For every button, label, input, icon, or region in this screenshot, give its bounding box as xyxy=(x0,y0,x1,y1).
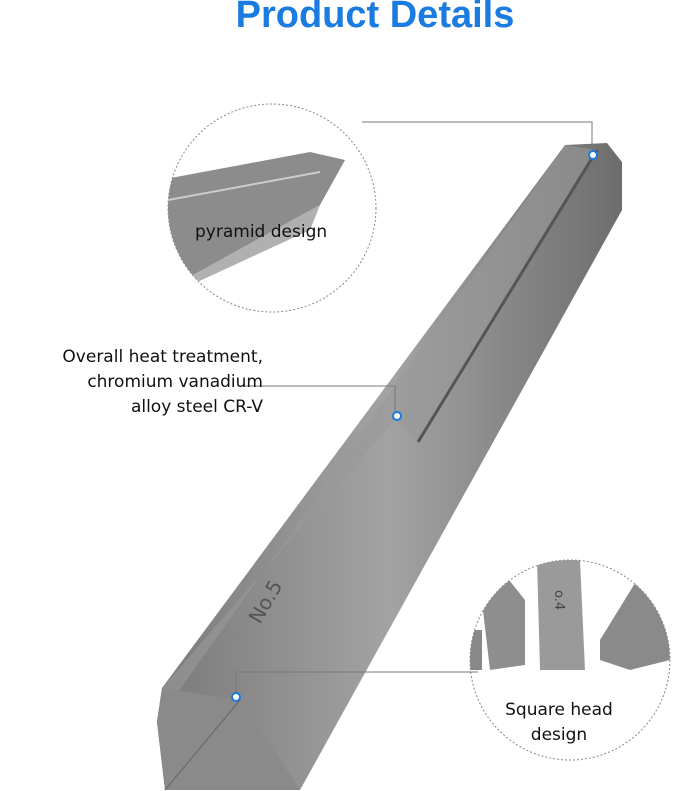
heat-line-3: alloy steel CR-V xyxy=(130,397,263,417)
square-head-label: Square head design xyxy=(490,698,628,748)
callout-dots xyxy=(231,150,598,702)
heat-treatment-label: Overall heat treatment, chromium vanadiu… xyxy=(62,345,263,420)
callout-lines xyxy=(235,121,593,692)
extractor-tool xyxy=(157,143,622,791)
pyramid-inset xyxy=(167,103,377,313)
square-line-1: Square head xyxy=(505,700,613,720)
engraving-inset: o.4 xyxy=(551,590,566,610)
page-title: Product Details xyxy=(235,0,515,36)
square-line-2: design xyxy=(530,725,588,745)
heat-line-1: Overall heat treatment, xyxy=(62,347,263,367)
pyramid-design-label: pyramid design xyxy=(195,222,328,242)
heat-line-2: chromium vanadium xyxy=(87,372,263,392)
